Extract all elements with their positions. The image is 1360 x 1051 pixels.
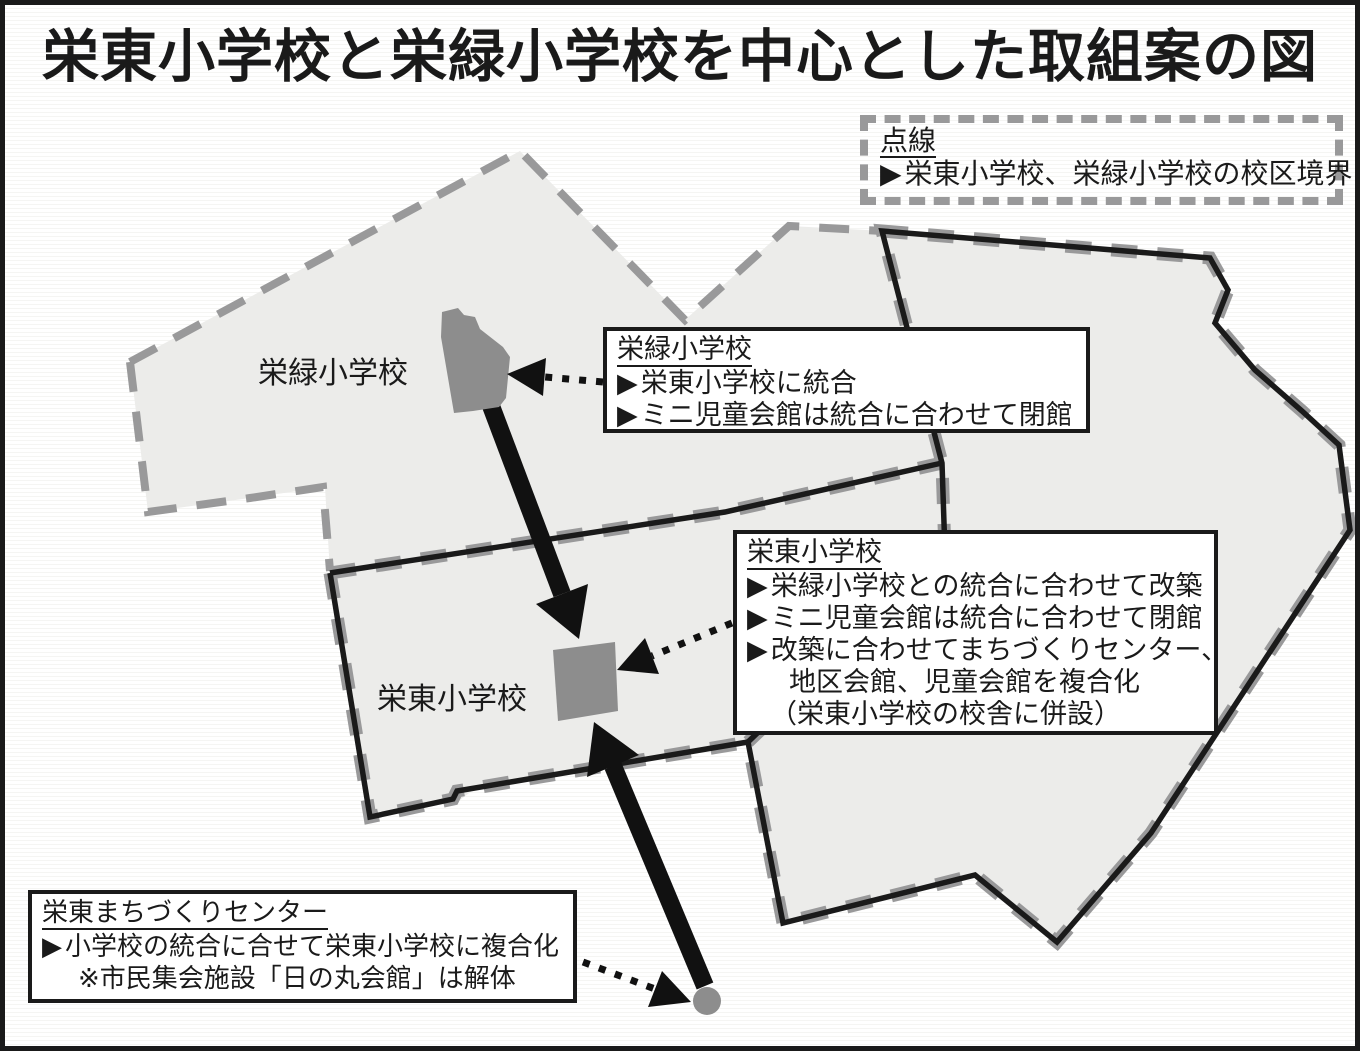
callout-item-note: ※市民集会施設「日の丸会館」は解体 <box>78 963 516 993</box>
callout-item: ▶小学校の統合に合せて栄東小学校に複合化 <box>42 931 560 961</box>
midori-school-callout: 栄緑小学校 ▶栄東小学校に統合 ▶ミニ児童会館は統合に合わせて閉館 <box>603 327 1090 433</box>
triangle-bullet-icon: ▶ <box>42 931 62 961</box>
merge-arrow-midori-to-higashi <box>479 394 588 639</box>
map-label-midori-district: 栄緑小学校 <box>258 357 408 390</box>
pointer-arrow-higashi-callout <box>617 619 734 674</box>
triangle-bullet-icon: ▶ <box>617 400 638 430</box>
pointer-arrow-midori-callout <box>507 358 604 396</box>
pointer-arrow-machizukuri-callout <box>581 958 691 1007</box>
callout-title: 栄東小学校 <box>747 536 882 570</box>
callout-title: 栄東まちづくりセンター <box>42 896 329 930</box>
map-label-higashi-district: 栄東小学校 <box>377 683 527 716</box>
callout-item-continuation: 地区会館、児童会館を複合化 <box>789 667 1140 697</box>
higashi-school-site-marker <box>553 642 618 721</box>
callout-item: ▶改築に合わせてまちづくりセンター、 <box>747 635 1229 665</box>
midori-district-dashed-border-west <box>126 361 334 572</box>
triangle-bullet-icon: ▶ <box>617 368 638 398</box>
legend-box: 点線 ▶栄東小学校、栄緑小学校の校区境界 <box>860 115 1353 205</box>
triangle-bullet-icon: ▶ <box>880 158 902 189</box>
callout-item-continuation: （栄東小学校の校舎に併設） <box>770 699 1121 729</box>
page-title: 栄東小学校と栄緑小学校を中心とした取組案の図 <box>42 25 1318 89</box>
machizukuri-center-callout: 栄東まちづくりセンター ▶小学校の統合に合せて栄東小学校に複合化 ※市民集会施設… <box>28 890 577 1003</box>
triangle-bullet-icon: ▶ <box>747 571 768 601</box>
triangle-bullet-icon: ▶ <box>747 603 768 633</box>
callout-item: ▶栄東小学校に統合 <box>617 368 857 398</box>
legend-title: 点線 <box>880 125 937 158</box>
triangle-bullet-icon: ▶ <box>747 635 768 665</box>
machizukuri-center-site-dot <box>693 987 721 1015</box>
midori-district-dashed-border <box>128 146 883 366</box>
merge-arrow-center-to-higashi <box>587 722 714 990</box>
callout-item: ▶ミニ児童会館は統合に合わせて閉館 <box>747 603 1203 633</box>
midori-school-site-marker <box>441 308 510 413</box>
callout-item: ▶栄緑小学校との統合に合わせて改築 <box>747 571 1203 601</box>
callout-title: 栄緑小学校 <box>617 333 752 367</box>
callout-item: ▶ミニ児童会館は統合に合わせて閉館 <box>617 400 1073 430</box>
higashi-school-callout: 栄東小学校 ▶栄緑小学校との統合に合わせて改築 ▶ミニ児童会館は統合に合わせて閉… <box>733 530 1229 735</box>
legend-item: ▶栄東小学校、栄緑小学校の校区境界 <box>880 158 1353 189</box>
